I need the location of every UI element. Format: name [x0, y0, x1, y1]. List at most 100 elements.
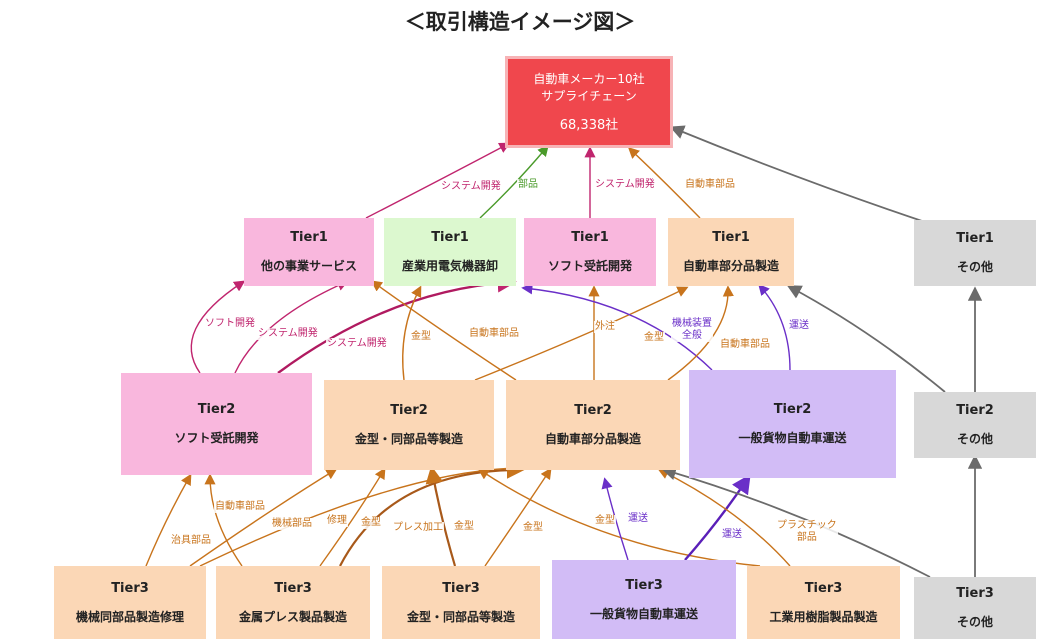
tier-label: Tier1	[956, 231, 994, 246]
node-name: ソフト受託開発	[174, 431, 259, 445]
edge-t1-electric-root	[479, 144, 549, 219]
edge-label: 金型	[410, 331, 432, 343]
edge-label: 部品	[517, 179, 539, 191]
node-name: 他の事業サービス	[260, 259, 357, 273]
tier-label: Tier2	[956, 403, 994, 418]
edge-t2-transport-t1-soft	[521, 283, 713, 371]
tier3-node-other: Tier3 その他	[914, 577, 1036, 639]
tier1-node-software: Tier1 ソフト受託開発	[524, 218, 656, 286]
edge-label: 自動車部品	[684, 179, 736, 191]
edge-t3-press-t2-mold	[319, 467, 386, 567]
node-name: その他	[956, 260, 993, 274]
tier2-node-mold: Tier2 金型・同部品等製造	[324, 380, 494, 470]
edge-t2-soft-t1-service-b	[234, 280, 349, 374]
edge-label: 治具部品	[170, 535, 212, 547]
edge-t3-machine-t2-mold	[189, 468, 338, 567]
root-count: 68,338社	[559, 118, 619, 133]
tier-label: Tier3	[956, 586, 994, 601]
edge-label: 運送	[788, 320, 810, 332]
node-name: 一般貨物自動車運送	[589, 606, 698, 621]
edge-t3-other-t2-auto	[661, 466, 931, 578]
tier-label: Tier3	[804, 580, 843, 596]
edge-label: システム開発	[326, 338, 388, 350]
tier-label: Tier3	[274, 580, 312, 596]
tier3-node-mold: Tier3 金型・同部品等製造	[382, 566, 540, 639]
tier2-node-other: Tier2 その他	[914, 392, 1036, 458]
node-name: 金型・同部品等製造	[354, 432, 463, 446]
tier-label: Tier2	[574, 403, 612, 418]
node-name: 自動車部分品製造	[682, 259, 779, 273]
root-line1: 自動車メーカー10社	[533, 72, 645, 86]
tier2-node-auto-parts: Tier2 自動車部分品製造	[506, 380, 680, 470]
edge-label: 運送	[721, 529, 743, 541]
node-name: その他	[956, 615, 993, 629]
root-line2: サプライチェーン	[541, 89, 637, 103]
tier3-node-transport: Tier3 一般貨物自動車運送	[552, 560, 736, 639]
tier-label: Tier3	[442, 580, 480, 596]
edge-t2-mold-t1-auto	[474, 286, 689, 381]
edge-t2-soft-t1-service-a	[190, 280, 246, 374]
edge-t2-auto-t1-auto	[667, 285, 734, 381]
edge-t2-transport-t1-auto	[758, 283, 791, 371]
root-node-automakers: 自動車メーカー10社 サプライチェーン 68,338社	[505, 56, 673, 148]
edge-label: システム開発	[440, 181, 502, 193]
node-name: 機械同部品製造修理	[75, 609, 184, 624]
edge-t3-mold-t2-mold	[425, 465, 457, 567]
edge-label: 外注	[594, 321, 616, 333]
edge-t3-mold-t2-auto	[484, 467, 552, 567]
tier-label: Tier2	[197, 402, 236, 417]
tier-label: Tier1	[571, 230, 609, 245]
edge-label: プレス加工	[392, 522, 444, 534]
edge-label: 金型	[453, 521, 475, 533]
node-name: その他	[956, 432, 993, 446]
node-name: 自動車部分品製造	[544, 432, 641, 446]
edge-t1-auto-root	[627, 147, 701, 219]
tier1-node-other-services: Tier1 他の事業サービス	[244, 218, 374, 286]
tier-label: Tier1	[431, 230, 469, 245]
node-name: 金属プレス製品製造	[238, 609, 347, 624]
tier-label: Tier3	[111, 580, 149, 596]
edge-t3-machine-t2-soft	[145, 473, 192, 567]
edge-label: 機械装置 全般	[671, 318, 713, 342]
tier-label: Tier2	[390, 403, 428, 418]
edge-label: ソフト開発	[204, 318, 256, 330]
tier-label: Tier2	[773, 402, 812, 417]
node-name: 産業用電気機器卸	[401, 259, 498, 273]
edge-label: 金型	[594, 515, 616, 527]
edge-t3-press-t2-soft	[204, 473, 243, 567]
tier-label: Tier1	[712, 230, 750, 245]
edge-label: 運送	[627, 513, 649, 525]
edge-t2-other-t1-auto	[786, 285, 946, 393]
edge-label: 金型	[643, 332, 665, 344]
tier2-node-software: Tier2 ソフト受託開発	[121, 373, 312, 475]
edge-t2-auto-t1-service	[370, 280, 517, 381]
edge-t1-service-root	[365, 142, 511, 219]
tier1-node-electric-wholesale: Tier1 産業用電気機器卸	[384, 218, 516, 286]
edge-label: プラスチック 部品	[776, 520, 838, 544]
edge-label: 金型	[360, 517, 382, 529]
node-name: 一般貨物自動車運送	[738, 431, 847, 445]
edge-t3-transport-t2-transport	[684, 474, 751, 561]
edge-t2-mold-t1-electric	[402, 285, 422, 381]
diagram-title: ＜取引構造イメージ図＞	[404, 10, 636, 34]
edge-label: 修理	[326, 515, 348, 527]
tier-label: Tier1	[290, 230, 328, 245]
tier2-node-transport: Tier2 一般貨物自動車運送	[689, 370, 896, 478]
edge-label: 自動車部品	[468, 328, 520, 340]
tier-label: Tier3	[625, 577, 663, 593]
edge-label: 自動車部品	[214, 501, 266, 513]
edge-label: 機械部品	[271, 518, 313, 530]
edge-t3-resin-t2-auto	[657, 468, 791, 567]
tier3-node-plastic: Tier3 工業用樹脂製品製造	[747, 566, 900, 639]
edge-label: システム開発	[594, 179, 656, 191]
edge-label: システム開発	[257, 328, 319, 340]
node-name: 工業用樹脂製品製造	[769, 609, 878, 624]
edge-label: 自動車部品	[719, 339, 771, 351]
tier1-node-auto-parts: Tier1 自動車部分品製造	[668, 218, 794, 286]
tier3-node-machine-repair: Tier3 機械同部品製造修理	[54, 566, 206, 639]
node-name: 金型・同部品等製造	[406, 609, 515, 624]
edge-label: 金型	[522, 522, 544, 534]
tier3-node-metal-press: Tier3 金属プレス製品製造	[216, 566, 370, 639]
node-name: ソフト受託開発	[547, 259, 632, 273]
